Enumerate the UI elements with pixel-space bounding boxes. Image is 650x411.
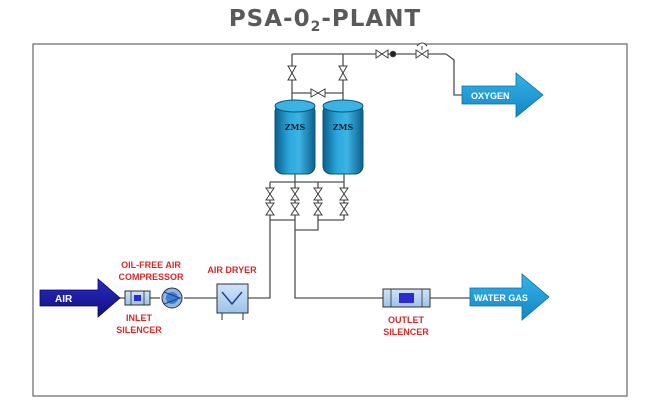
water-gas-outlet-arrow: WATER GAS	[469, 273, 550, 321]
valve-icon	[265, 187, 275, 201]
air-dryer-label: AIR DRYER	[207, 265, 257, 275]
valve-icon	[290, 187, 300, 201]
diagram-frame	[32, 43, 628, 397]
check-valve-icon	[389, 50, 397, 58]
air-label: AIR	[55, 294, 73, 305]
oxygen-outlet-arrow: OXYGEN	[461, 72, 544, 118]
actuator-icon	[416, 42, 428, 47]
tank-right: ZMS	[322, 99, 364, 175]
check-valve-icon	[375, 49, 389, 59]
tank-label: ZMS	[285, 122, 306, 132]
inlet-silencer	[124, 290, 151, 306]
valve-icon	[287, 65, 297, 81]
valve-icon	[339, 187, 349, 201]
valve-icon	[338, 65, 348, 81]
top-valves	[287, 42, 429, 98]
page-title: PSA-02-PLANT	[228, 6, 422, 35]
valve-icon	[313, 187, 323, 201]
compressor	[161, 287, 183, 309]
inlet-silencer-label-line1: INLET	[126, 313, 153, 323]
air-dryer	[216, 283, 249, 320]
valve-icon	[313, 202, 323, 216]
water-gas-label: WATER GAS	[474, 293, 528, 303]
inlet-silencer-label-line2: SILENCER	[116, 325, 162, 335]
outlet-silencer	[382, 288, 431, 308]
compressor-label-line2: COMPRESSOR	[118, 272, 184, 282]
oxygen-label: OXYGEN	[471, 91, 510, 101]
valve-icon	[265, 202, 275, 216]
valve-icon	[310, 88, 326, 98]
tank-label: ZMS	[333, 122, 354, 132]
compressor-label-line1: OIL-FREE AIR	[121, 260, 181, 270]
bottom-valves	[265, 187, 349, 216]
outlet-silencer-label-line2: SILENCER	[383, 327, 429, 337]
tank-left: ZMS	[274, 99, 316, 175]
valve-icon	[339, 202, 349, 216]
outlet-silencer-label-line1: OUTLET	[388, 315, 424, 325]
air-inlet-arrow: AIR	[39, 278, 121, 318]
valve-icon	[290, 202, 300, 216]
control-valve-icon	[415, 49, 429, 59]
